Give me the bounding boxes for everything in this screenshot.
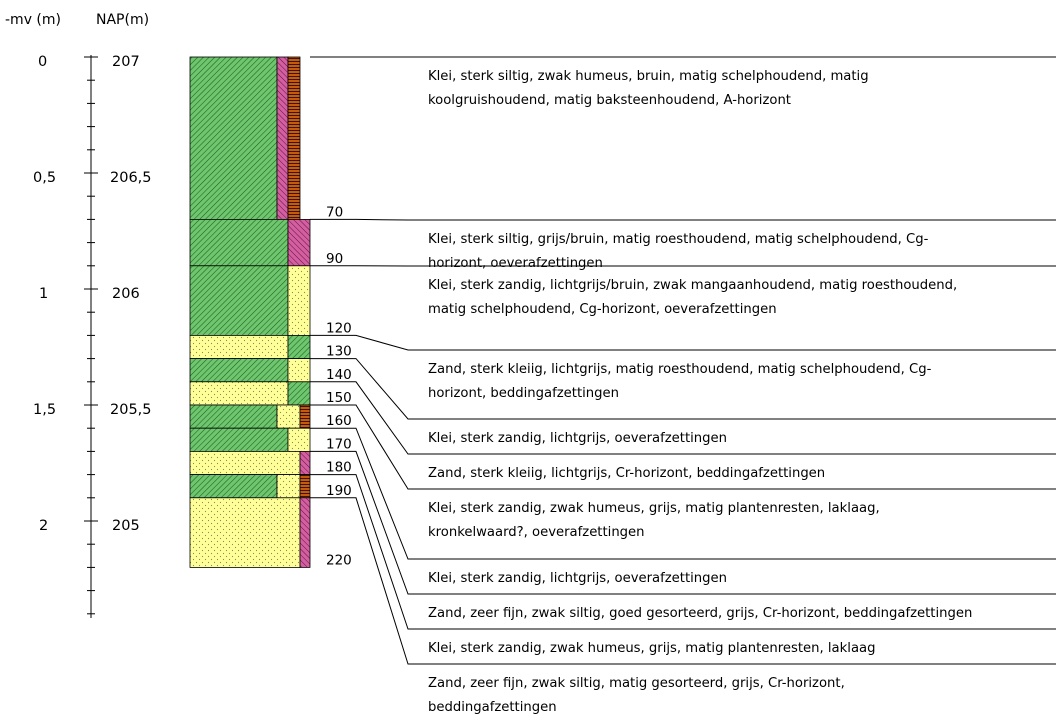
boundary-connector [310, 218, 1056, 221]
layer-4-sand-segment [287, 358, 311, 383]
layer-3-sand-segment [189, 334, 289, 359]
layer-7-sand-segment [287, 427, 311, 452]
layer-description-line: horizont, oeverafzettingen [428, 256, 603, 271]
mv-tick-label: 0,5 [33, 170, 56, 186]
layer-3-clay-segment [287, 334, 311, 359]
layer-5-sand-segment [189, 381, 289, 406]
layer-description-line: beddingafzettingen [428, 700, 557, 715]
boundary-connector [310, 334, 1056, 351]
soil-column [189, 56, 311, 568]
layer-bottom-depth-label: 140 [326, 367, 352, 383]
layer-2-clay-segment [189, 265, 289, 336]
nap-header: NAP(m) [96, 12, 149, 28]
boundary-connector [310, 474, 1056, 630]
boundary-connector [310, 358, 1056, 420]
boundary-connector [310, 427, 1056, 560]
layer-description-line: Zand, zeer fijn, zwak siltig, matig geso… [428, 676, 845, 691]
mv-tick-label: 2 [39, 518, 48, 534]
layer-bottom-depth-label: 90 [326, 251, 343, 267]
layer-10-humus-segment [299, 497, 311, 568]
layer-description-line: Klei, sterk zandig, lichtgrijs, oeverafz… [428, 431, 727, 446]
layer-6-sand-segment [276, 404, 301, 429]
boundary-connector [310, 497, 1056, 665]
layer-description-line: Klei, sterk siltig, zwak humeus, bruin, … [428, 69, 869, 84]
layer-10-sand-segment [189, 497, 301, 568]
depth-ruler [84, 55, 98, 618]
layer-bottom-depth-label: 180 [326, 460, 352, 476]
boundary-connector [310, 404, 1056, 490]
layer-connectors [310, 56, 1056, 665]
nap-tick-label: 205,5 [110, 402, 152, 418]
layer-description-line: Zand, zeer fijn, zwak siltig, goed gesor… [428, 606, 972, 621]
layer-8-humus-segment [299, 450, 311, 475]
layer-9-sand-segment [276, 474, 301, 499]
layer-description-line: Klei, sterk zandig, zwak humeus, grijs, … [428, 501, 880, 516]
layer-description-line: matig schelphoudend, Cg-horizont, oevera… [428, 302, 777, 317]
layer-0-humus-segment [276, 56, 289, 220]
nap-tick-label: 206 [112, 286, 140, 302]
mv-tick-label: 1 [39, 286, 48, 302]
layer-2-sand-segment [287, 265, 311, 336]
layer-1-clay-segment [189, 218, 289, 267]
mv-tick-label: 1,5 [33, 402, 56, 418]
layer-4-clay-segment [189, 358, 289, 383]
depth-scale-labels: 0 207 0,5 206,5 1 206 1,5 205,5 2 205 [33, 54, 152, 534]
layer-bottom-depth-label: 220 [326, 552, 352, 568]
layer-description-line: koolgruishoudend, matig baksteenhoudend,… [428, 93, 791, 108]
layer-6-brick-segment [299, 404, 311, 429]
layer-bottom-depth-label: 120 [326, 320, 352, 336]
mv-tick-label: 0 [38, 54, 47, 70]
layer-5-clay-segment [287, 381, 311, 406]
boundary-connector [310, 381, 1056, 455]
layer-description-line: Zand, sterk kleiig, lichtgrijs, Cr-horiz… [428, 466, 825, 481]
layer-9-brick-segment [299, 474, 311, 499]
layer-bottom-depth-label: 170 [326, 436, 352, 452]
nap-tick-label: 207 [112, 54, 140, 70]
layer-depth-labels: 70 90 120 130 140 150 160 170 180 190 220 [326, 204, 352, 568]
layer-1-humus-segment [287, 218, 311, 267]
nap-tick-label: 206,5 [110, 170, 152, 186]
layer-bottom-depth-label: 130 [326, 344, 352, 360]
layer-bottom-depth-label: 150 [326, 390, 352, 406]
layer-descriptions: Klei, sterk siltig, zwak humeus, bruin, … [428, 69, 972, 715]
nap-tick-label: 205 [112, 518, 140, 534]
layer-0-clay-segment [189, 56, 278, 220]
layer-description-line: horizont, beddingafzettingen [428, 386, 619, 401]
layer-8-sand-segment [189, 450, 301, 475]
layer-description-line: Klei, sterk zandig, lichtgrijs/bruin, zw… [428, 278, 957, 293]
layer-0-brick-segment [287, 56, 301, 220]
layer-description-line: Zand, sterk kleiig, lichtgrijs, matig ro… [428, 362, 932, 377]
layer-bottom-depth-label: 160 [326, 413, 352, 429]
mv-header: -mv (m) [5, 12, 61, 28]
boundary-connector [310, 450, 1056, 595]
layer-9-clay-segment [189, 474, 278, 499]
layer-bottom-depth-label: 70 [326, 204, 343, 220]
layer-description-line: Klei, sterk zandig, zwak humeus, grijs, … [428, 641, 875, 656]
layer-6-clay-segment [189, 404, 278, 429]
layer-7-clay-segment [189, 427, 289, 452]
layer-bottom-depth-label: 190 [326, 483, 352, 499]
layer-description-line: Klei, sterk zandig, lichtgrijs, oeverafz… [428, 571, 727, 586]
layer-description-line: Klei, sterk siltig, grijs/bruin, matig r… [428, 232, 929, 247]
layer-description-line: kronkelwaard?, oeverafzettingen [428, 525, 645, 540]
